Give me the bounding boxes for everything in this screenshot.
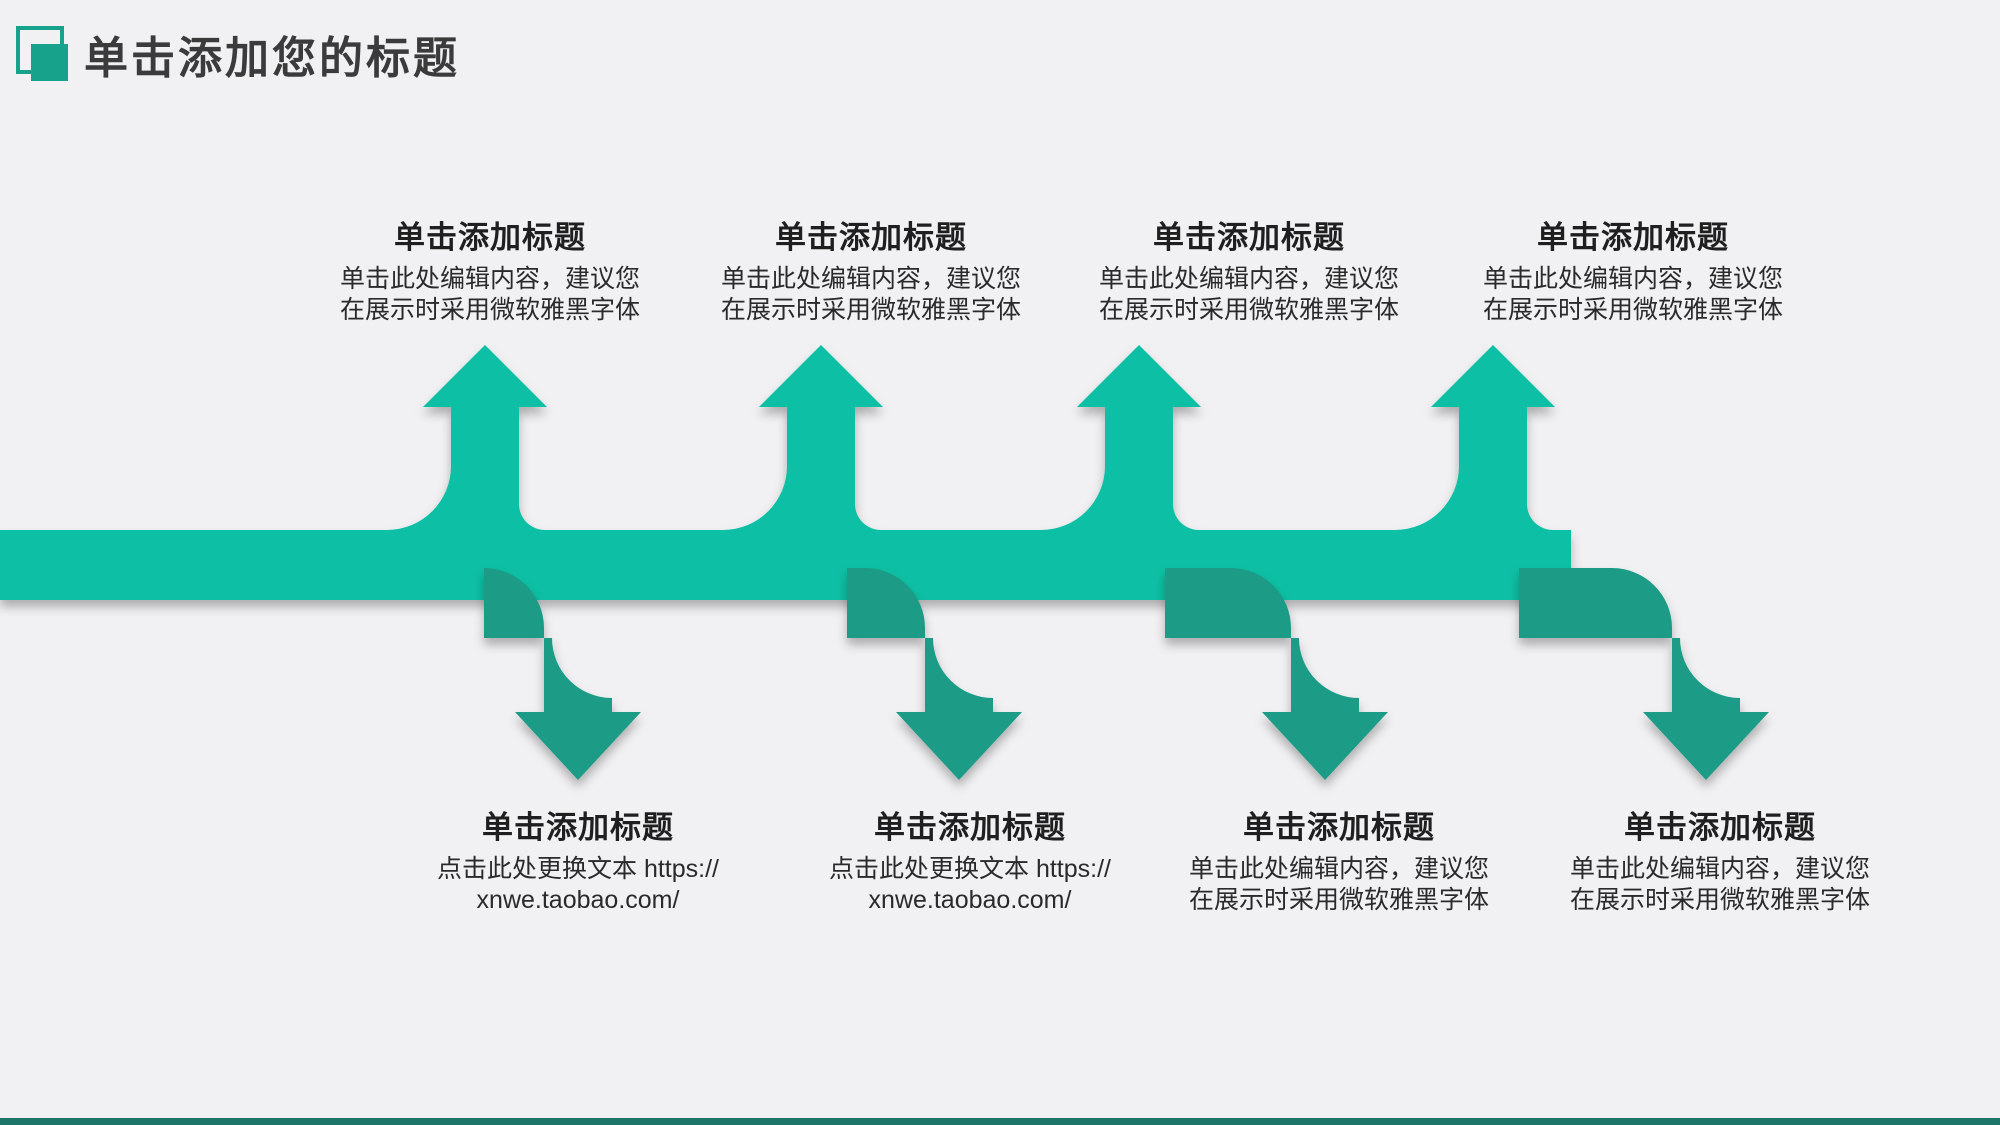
top-item-2: 单击添加标题 单击此处编辑内容，建议您在展示时采用微软雅黑字体 xyxy=(661,218,1081,326)
item-title: 单击添加标题 xyxy=(1537,220,1729,255)
bottom-item-3: 单击添加标题 单击此处编辑内容，建议您在展示时采用微软雅黑字体 xyxy=(1129,808,1549,916)
down-arrow-3 xyxy=(1165,568,1388,780)
page-title: 单击添加您的标题 xyxy=(84,34,460,83)
item-title: 单击添加标题 xyxy=(394,220,586,255)
item-body: 单击此处编辑内容，建议您在展示时采用微软雅黑字体 xyxy=(1129,854,1549,916)
item-body-line2: 在展示时采用微软雅黑字体 xyxy=(720,296,1021,324)
item-body-line2: 在展示时采用微软雅黑字体 xyxy=(1098,296,1399,324)
item-body: 单击此处编辑内容，建议您在展示时采用微软雅黑字体 xyxy=(280,264,700,326)
item-body: 点击此处更换文本 https:// xnwe.taobao.com/ xyxy=(760,854,1180,916)
item-body-line1: 点击此处更换文本 https:// xyxy=(829,855,1111,883)
item-title: 单击添加标题 xyxy=(775,220,967,255)
ribbon-light-up-arrows xyxy=(0,345,1571,600)
item-title: 单击添加标题 xyxy=(1624,810,1816,845)
item-title: 单击添加标题 xyxy=(1153,220,1345,255)
item-body: 单击此处编辑内容，建议您在展示时采用微软雅黑字体 xyxy=(1423,264,1843,326)
item-body: 单击此处编辑内容，建议您在展示时采用微软雅黑字体 xyxy=(1510,854,1930,916)
item-body-line2: 在展示时采用微软雅黑字体 xyxy=(1569,886,1870,914)
item-body-line1: 单击此处编辑内容，建议您 xyxy=(1569,855,1870,883)
down-arrow-4 xyxy=(1519,568,1769,780)
item-body-line2: 在展示时采用微软雅黑字体 xyxy=(1188,886,1489,914)
top-item-4: 单击添加标题 单击此处编辑内容，建议您在展示时采用微软雅黑字体 xyxy=(1423,218,1843,326)
down-arrow-2 xyxy=(847,568,1022,780)
item-body-line1: 单击此处编辑内容，建议您 xyxy=(1482,265,1783,293)
item-body-line1: 单击此处编辑内容，建议您 xyxy=(339,265,640,293)
bottom-item-4: 单击添加标题 单击此处编辑内容，建议您在展示时采用微软雅黑字体 xyxy=(1510,808,1930,916)
item-body-line1: 点击此处更换文本 https:// xyxy=(437,855,719,883)
top-item-1: 单击添加标题 单击此处编辑内容，建议您在展示时采用微软雅黑字体 xyxy=(280,218,700,326)
item-body-line2: 在展示时采用微软雅黑字体 xyxy=(1482,296,1783,324)
bottom-item-2: 单击添加标题 点击此处更换文本 https:// xnwe.taobao.com/ xyxy=(760,808,1180,916)
item-body: 单击此处编辑内容，建议您在展示时采用微软雅黑字体 xyxy=(661,264,1081,326)
item-title: 单击添加标题 xyxy=(482,810,674,845)
top-item-3: 单击添加标题 单击此处编辑内容，建议您在展示时采用微软雅黑字体 xyxy=(1039,218,1459,326)
bottom-item-1: 单击添加标题 点击此处更换文本 https:// xnwe.taobao.com/ xyxy=(368,808,788,916)
bottom-accent-bar xyxy=(0,1118,2000,1125)
item-title: 单击添加标题 xyxy=(1243,810,1435,845)
item-body-line1: 单击此处编辑内容，建议您 xyxy=(1188,855,1489,883)
down-arrow-1 xyxy=(484,568,641,780)
title-square-fill-icon xyxy=(31,44,68,81)
item-body-line2: xnwe.taobao.com/ xyxy=(476,886,680,914)
item-title: 单击添加标题 xyxy=(874,810,1066,845)
item-body-line1: 单击此处编辑内容，建议您 xyxy=(1098,265,1399,293)
ribbon-dark-down-arrows xyxy=(484,568,1769,780)
item-body-line2: 在展示时采用微软雅黑字体 xyxy=(339,296,640,324)
item-body: 点击此处更换文本 https:// xnwe.taobao.com/ xyxy=(368,854,788,916)
item-body-line2: xnwe.taobao.com/ xyxy=(868,886,1072,914)
item-body: 单击此处编辑内容，建议您在展示时采用微软雅黑字体 xyxy=(1039,264,1459,326)
item-body-line1: 单击此处编辑内容，建议您 xyxy=(720,265,1021,293)
